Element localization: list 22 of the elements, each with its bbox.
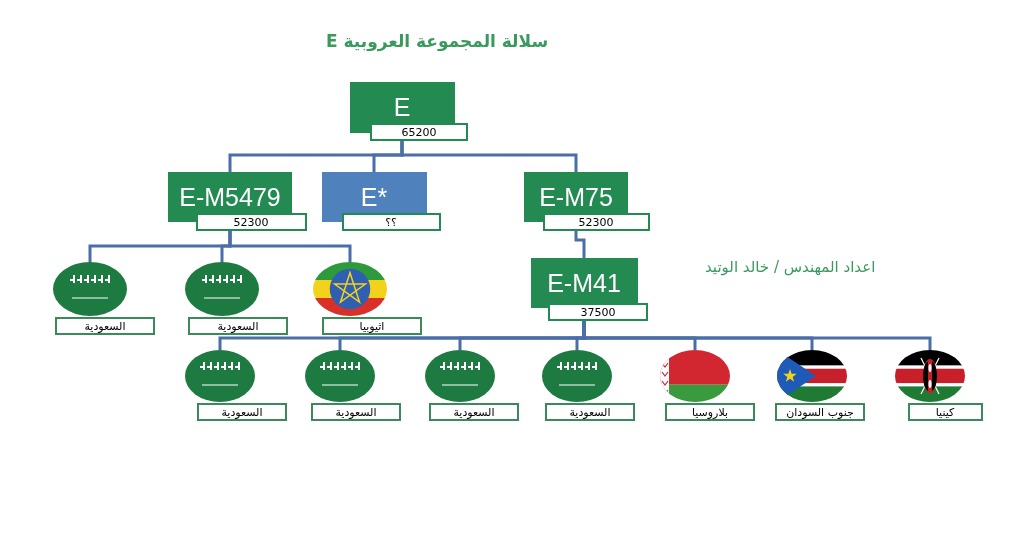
country-label: كينيا	[907, 403, 983, 421]
connector-line	[582, 321, 932, 350]
country-label: السعودية	[55, 317, 155, 335]
connector-line	[400, 141, 578, 172]
lineage-box: E-M41	[530, 258, 638, 308]
country-label: السعودية	[188, 317, 288, 335]
connector-line	[228, 231, 352, 262]
country-label: السعودية	[429, 403, 519, 421]
country-label: اثيوبيا	[322, 317, 422, 335]
age-box: 52300	[195, 213, 307, 231]
age-box: 65200	[370, 123, 468, 141]
country-label: السعودية	[545, 403, 635, 421]
country-label: السعودية	[197, 403, 287, 421]
age-box: 37500	[548, 303, 648, 321]
country-label: جنوب السودان	[775, 403, 865, 421]
age-box: 52300	[542, 213, 650, 231]
age-box: ؟؟	[341, 213, 441, 231]
country-label: بلاروسيا	[665, 403, 755, 421]
connector-line	[574, 231, 586, 258]
title: سلالة المجموعة العروبية E	[326, 31, 549, 51]
country-label: السعودية	[311, 403, 401, 421]
author-note: اعداد المهندس / خالد الوتيد	[705, 258, 876, 276]
